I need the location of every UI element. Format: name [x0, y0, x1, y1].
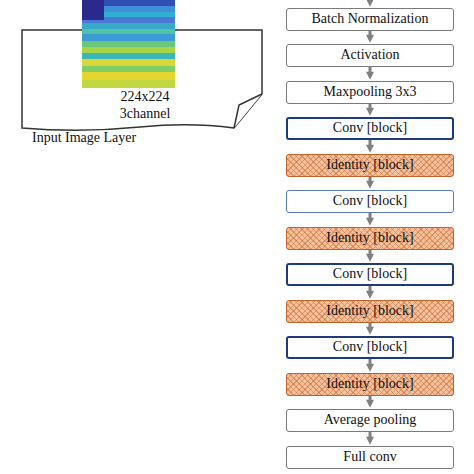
spectrogram-patch [82, 0, 104, 20]
flow-arrow [369, 140, 372, 148]
flow-arrow [369, 104, 372, 111]
layer-box: Average pooling [286, 409, 454, 432]
flow-arrow [369, 286, 372, 294]
spectrogram-band [82, 80, 175, 88]
layer-name: Conv [block] [333, 339, 407, 356]
flow-arrow [369, 67, 372, 75]
spectrogram-band [82, 72, 175, 80]
layer-name: Batch Normalization [311, 11, 428, 28]
flow-arrow [369, 323, 372, 330]
spectrogram [82, 0, 175, 88]
spectrogram-band [82, 47, 175, 53]
layer-box: Batch Normalization [286, 8, 454, 31]
spectrogram-band [82, 66, 175, 72]
flow-arrow [369, 250, 372, 257]
spectrogram-band [82, 29, 175, 34]
spectrogram-ground [82, 0, 175, 88]
layer-name: Average pooling [324, 412, 417, 429]
spectrogram-band [82, 23, 175, 29]
layer-box: Full conv [286, 446, 454, 469]
page-outline [22, 30, 262, 130]
layer-name: Identity [block] [326, 303, 413, 320]
identity-block: Identity [block] [286, 227, 454, 250]
layer-name: Maxpooling 3x3 [324, 84, 417, 101]
spectrogram-band [82, 53, 175, 59]
identity-block: Identity [block] [286, 373, 454, 396]
image-size-text: 224x224 3channel [100, 89, 190, 123]
layer-name: Identity [block] [326, 230, 413, 247]
conv-block: Conv [block] [286, 190, 454, 213]
layer-name: Identity [block] [326, 157, 413, 174]
conv-block: Conv [block] [286, 117, 454, 140]
layer-name: Activation [340, 47, 399, 64]
input-image-layer: 224x224 3channelInput Image Layer [20, 28, 264, 150]
identity-block: Identity [block] [286, 154, 454, 177]
layer-name: Conv [block] [333, 120, 407, 137]
conv-block: Conv [block] [286, 336, 454, 359]
layer-box: Maxpooling 3x3 [286, 81, 454, 104]
flow-arrow [369, 396, 372, 403]
flow-arrow [369, 31, 372, 38]
layer-name: Conv [block] [333, 266, 407, 283]
flow-arrow [369, 213, 372, 221]
layer-name: Full conv [343, 449, 396, 466]
identity-block: Identity [block] [286, 300, 454, 323]
spectrogram-band [82, 59, 175, 66]
spectrogram-band [82, 41, 175, 47]
layer-box: Activation [286, 44, 454, 67]
flow-arrow [369, 359, 372, 367]
layer-name: Conv [block] [333, 193, 407, 210]
layer-name: Identity [block] [326, 376, 413, 393]
page-fold [234, 94, 262, 128]
spectrogram-band [82, 34, 175, 41]
layer-label: Input Image Layer [32, 130, 136, 147]
conv-block: Conv [block] [286, 263, 454, 286]
flow-arrow [369, 432, 372, 440]
flow-arrow [369, 177, 372, 184]
incoming-arrow [369, 0, 372, 2]
